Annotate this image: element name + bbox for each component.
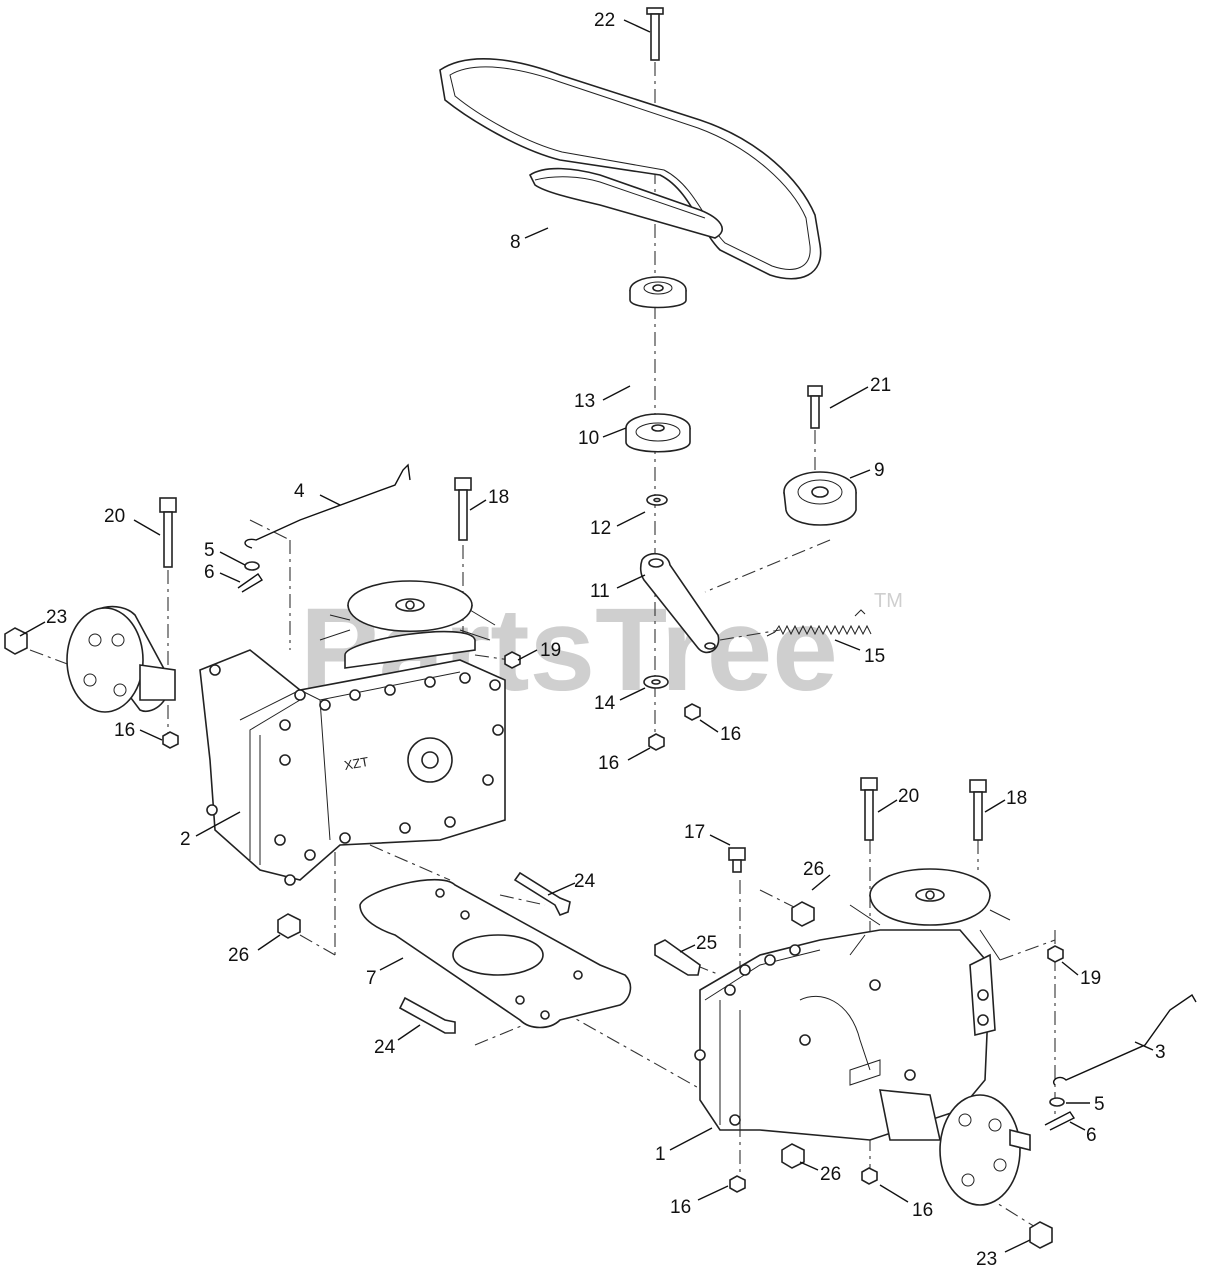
callout-labels: 22 8 13 10 21 9 12 11 15 14 16 16 4 18 2… xyxy=(46,10,1166,1270)
nut-19-left xyxy=(504,651,521,669)
callout-26-lower: 26 xyxy=(820,1164,841,1185)
idler-pulley-10 xyxy=(625,413,691,453)
callout-24-upper: 24 xyxy=(574,871,596,892)
nut-16-left xyxy=(162,731,179,749)
washer-12 xyxy=(646,494,668,506)
clip-6-right xyxy=(1044,1111,1076,1131)
callout-15: 15 xyxy=(864,646,885,667)
washer-5-left xyxy=(244,561,260,571)
callout-13: 13 xyxy=(574,391,595,412)
left-wheel-hub xyxy=(66,605,176,713)
lug-nut-23-right xyxy=(1029,1221,1053,1249)
callout-26-upper: 26 xyxy=(803,859,824,880)
callout-10: 10 xyxy=(578,428,599,449)
nut-26-left xyxy=(277,913,301,939)
callout-8: 8 xyxy=(510,232,521,253)
bolt-20-right xyxy=(860,777,878,841)
idler-pulley-13 xyxy=(629,276,687,309)
callout-4: 4 xyxy=(294,481,305,502)
bolt-24-lower xyxy=(398,996,456,1034)
left-transmission-2: XZT xyxy=(199,580,506,881)
svg-text:XZT: XZT xyxy=(343,754,370,773)
callout-24-lower: 24 xyxy=(374,1037,396,1058)
idler-arm-11 xyxy=(639,552,720,654)
callout-7: 7 xyxy=(366,968,377,989)
callout-26-left: 26 xyxy=(228,945,249,966)
callout-5-left: 5 xyxy=(204,540,215,561)
callout-16-center-left: 16 xyxy=(598,753,619,774)
right-transmission-1 xyxy=(699,868,1011,1141)
callout-23-right: 23 xyxy=(976,1249,997,1270)
callout-6-left: 6 xyxy=(204,562,215,583)
callout-20-left: 20 xyxy=(104,506,125,527)
watermark-trademark: TM xyxy=(874,590,903,612)
bolt-22 xyxy=(646,7,664,61)
nut-19-right xyxy=(1047,945,1064,963)
callout-3: 3 xyxy=(1155,1042,1166,1063)
lug-nut-23-left xyxy=(4,627,28,655)
nut-26-upper xyxy=(791,901,815,927)
callout-2: 2 xyxy=(180,829,191,850)
washer-5-right xyxy=(1049,1097,1065,1107)
bolt-18-right xyxy=(969,779,987,841)
callout-12: 12 xyxy=(590,518,611,539)
idler-pulley-9 xyxy=(783,471,857,526)
washer-14 xyxy=(643,675,669,689)
bolt-17 xyxy=(728,847,746,873)
clip-6-left xyxy=(237,573,263,593)
bolt-24-upper xyxy=(513,871,571,917)
callout-6-right: 6 xyxy=(1086,1125,1097,1146)
callout-16-bottom-left: 16 xyxy=(670,1197,691,1218)
callout-16-left: 16 xyxy=(114,720,135,741)
callout-18-left: 18 xyxy=(488,487,509,508)
control-rod-4 xyxy=(244,463,411,549)
callout-23-left: 23 xyxy=(46,607,67,628)
callout-9: 9 xyxy=(874,460,885,481)
leader-lines xyxy=(19,19,1154,1253)
callout-25: 25 xyxy=(696,933,717,954)
nut-26-lower xyxy=(781,1143,805,1169)
control-rod-3 xyxy=(1053,993,1197,1086)
bolt-25 xyxy=(654,939,701,976)
callout-14: 14 xyxy=(594,693,616,714)
callout-19-left: 19 xyxy=(540,640,561,661)
nut-16-center xyxy=(648,703,701,751)
nut-16-bottom-left xyxy=(729,1175,746,1193)
callout-16-bottom-right: 16 xyxy=(912,1200,933,1221)
callout-22: 22 xyxy=(594,10,615,31)
right-transmission-bolts xyxy=(694,944,916,1126)
callout-20-right: 20 xyxy=(898,786,919,807)
callout-21: 21 xyxy=(870,375,891,396)
callout-5-right: 5 xyxy=(1094,1094,1105,1115)
bolt-20-left xyxy=(159,497,177,568)
callout-17: 17 xyxy=(684,822,705,843)
callout-18-right: 18 xyxy=(1006,788,1027,809)
drive-belt xyxy=(439,58,822,280)
right-wheel-hub xyxy=(879,1089,1031,1206)
callout-11: 11 xyxy=(590,581,610,602)
bolt-21 xyxy=(807,385,823,429)
callout-1: 1 xyxy=(655,1144,666,1165)
callout-19-right: 19 xyxy=(1080,968,1101,989)
left-transmission-bolts xyxy=(206,664,504,886)
callout-16-center-right: 16 xyxy=(720,724,741,745)
bolt-18-left xyxy=(454,477,472,541)
extension-spring-15 xyxy=(766,609,872,637)
nut-16-bottom-right xyxy=(861,1167,878,1185)
mounting-plate-7 xyxy=(359,878,632,1029)
